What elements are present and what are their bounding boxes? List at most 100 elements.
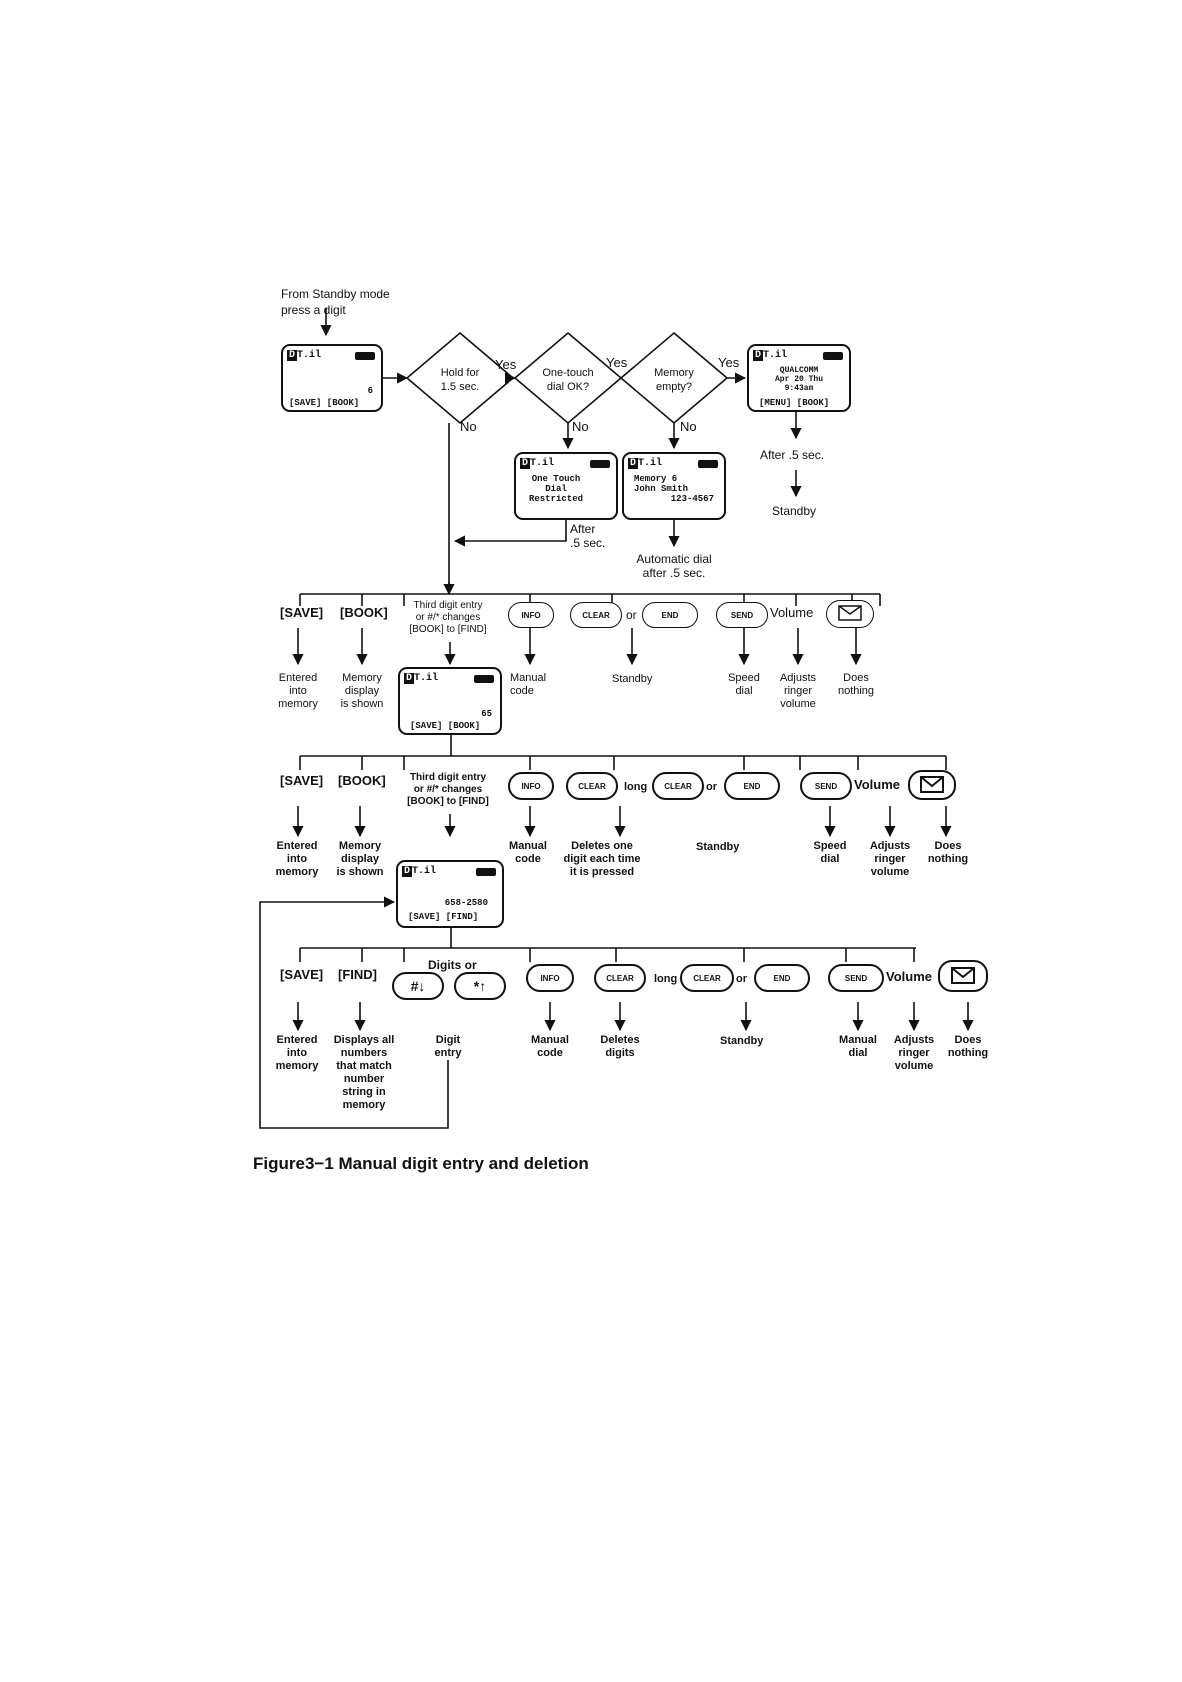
start-note-line1: From Standby mode xyxy=(281,287,390,301)
softkeys: [SAVE] [FIND] xyxy=(408,912,479,922)
row2-end-button[interactable]: END xyxy=(724,772,780,800)
row2-long: long xyxy=(624,781,648,793)
row1-info-button[interactable]: INFO xyxy=(508,602,554,628)
row1-send-button[interactable]: SEND xyxy=(716,602,768,628)
row2-clear-button[interactable]: CLEAR xyxy=(566,772,618,800)
after-note-left: After.5 sec. xyxy=(570,522,606,550)
row3-hash-button[interactable]: #↓ xyxy=(392,972,444,1000)
row3-digits-or: Digits or xyxy=(428,958,477,972)
row3-or: or xyxy=(736,973,747,985)
softkeys: [SAVE] [BOOK] xyxy=(410,721,481,731)
row1-clear-button[interactable]: CLEAR xyxy=(570,602,622,628)
row1-save-key: [SAVE] xyxy=(280,605,324,620)
memory-line3: 123-4567 xyxy=(670,494,714,504)
row1-book-key: [BOOK] xyxy=(340,605,388,620)
envelope-icon xyxy=(951,967,975,984)
entered-number: 6 xyxy=(367,386,373,396)
row2-desc-standby: Standby xyxy=(696,841,740,853)
envelope-icon xyxy=(920,776,944,793)
no-label-2: No xyxy=(572,419,589,434)
row1-or: or xyxy=(626,608,637,622)
row2-send-button[interactable]: SEND xyxy=(800,772,852,800)
row2-or: or xyxy=(706,781,717,793)
row3-find-key: [FIND] xyxy=(338,967,377,982)
row3-clear-long-button[interactable]: CLEAR xyxy=(680,964,734,992)
row3-star-button[interactable]: *↑ xyxy=(454,972,506,1000)
entered-number: 65 xyxy=(481,709,492,719)
envelope-icon xyxy=(838,605,862,621)
battery-icon xyxy=(476,868,496,876)
row3-envelope-button[interactable] xyxy=(938,960,988,992)
battery-icon xyxy=(698,460,718,468)
row3-info-button[interactable]: INFO xyxy=(526,964,574,992)
entered-number: 658-2580 xyxy=(444,898,488,908)
softkeys: [SAVE] [BOOK] xyxy=(289,398,360,408)
row3-long: long xyxy=(654,973,678,985)
figure-caption: Figure3−1 Manual digit entry and deletio… xyxy=(253,1154,589,1173)
start-note-line2: press a digit xyxy=(281,303,346,317)
row3-send-button[interactable]: SEND xyxy=(828,964,884,992)
after-note-right: After .5 sec. xyxy=(760,448,825,462)
yes-label-3: Yes xyxy=(718,355,740,370)
row3-save-key: [SAVE] xyxy=(280,967,324,982)
row2-envelope-button[interactable] xyxy=(908,770,956,800)
memory-line1: Memory 6 xyxy=(634,474,678,484)
row2-book-key: [BOOK] xyxy=(338,773,386,788)
row1-end-button[interactable]: END xyxy=(642,602,698,628)
row3-volume: Volume xyxy=(886,969,932,984)
row2-volume: Volume xyxy=(854,777,900,792)
row1-envelope-button[interactable] xyxy=(826,600,874,628)
row2-clear-long-button[interactable]: CLEAR xyxy=(652,772,704,800)
yes-label-2: Yes xyxy=(606,355,628,370)
softkeys: [MENU] [BOOK] xyxy=(759,398,830,408)
row1-volume: Volume xyxy=(770,605,814,620)
row3-clear-button[interactable]: CLEAR xyxy=(594,964,646,992)
memory-line2: John Smith xyxy=(634,484,689,494)
row1-desc-standby: Standby xyxy=(612,673,653,685)
row2-info-button[interactable]: INFO xyxy=(508,772,554,800)
battery-icon xyxy=(355,352,375,360)
row3-end-button[interactable]: END xyxy=(754,964,810,992)
battery-icon xyxy=(590,460,610,468)
row3-desc-standby: Standby xyxy=(720,1035,764,1047)
no-label-1: No xyxy=(460,419,477,434)
